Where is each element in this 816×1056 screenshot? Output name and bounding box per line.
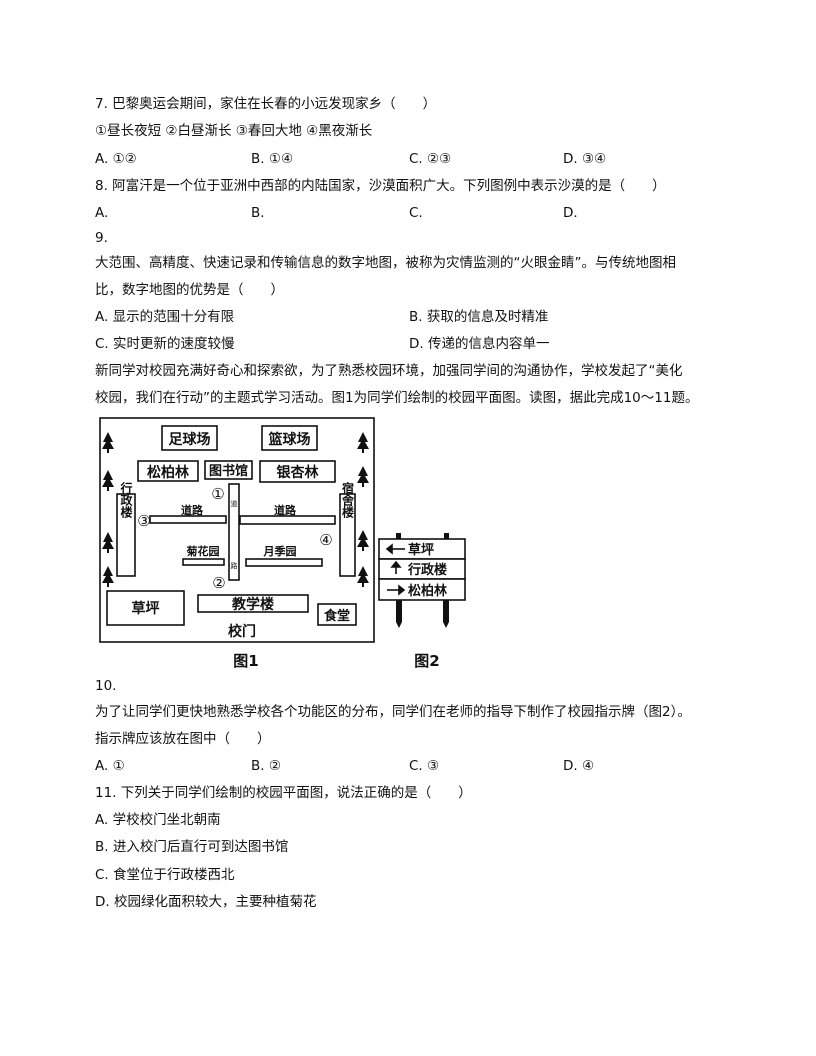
school-gate-label: 校门 [228, 623, 256, 640]
teaching-building-box [197, 594, 309, 613]
q11-option-a: A. 学校校门坐北朝南 [95, 812, 221, 828]
intro-line1: 新同学对校园充满好奇心和探索欲，为了熟悉校园环境，加强同学间的沟通协作，学校发起… [95, 363, 683, 379]
library-box [204, 460, 253, 480]
road-right-bar [239, 515, 336, 525]
dormitory-label: 宿舍楼 [341, 481, 355, 519]
football-field-label: 足球场 [169, 431, 211, 448]
q7-stem: 7. 巴黎奥运会期间，家住在长春的小远发现家乡（ ） [95, 96, 437, 112]
marker-2: ② [212, 574, 225, 592]
q9-stem-line1: 大范围、高精度、快速记录和传输信息的数字地图，被称为灾情监测的“火眼金睛”。与传… [95, 255, 676, 271]
dormitory-box [339, 493, 356, 577]
sign-post-right [443, 600, 449, 628]
pine-forest-label: 松柏林 [147, 464, 189, 481]
q10-option-c: C. ③ [409, 758, 440, 774]
library-label: 图书馆 [209, 463, 248, 479]
q11-stem: 11. 下列关于同学们绘制的校园平面图，说法正确的是（ ） [95, 785, 472, 801]
lawn-label: 草坪 [132, 600, 160, 617]
intro-line2: 校园，我们在行动”的主题式学习活动。图1为同学们绘制的校园平面图。读图，据此完成… [95, 390, 699, 406]
tree-icon [102, 470, 114, 491]
pine-forest-box [137, 460, 199, 482]
campus-map-figure: 足球场 篮球场 松柏林 图书馆 银杏林 行政楼 宿舍楼 道路 道路 菊花园 月季… [99, 417, 466, 670]
tree-icons [102, 432, 369, 587]
q11-option-b: B. 进入校门后直行可到达图书馆 [95, 839, 289, 855]
tree-icon [102, 432, 114, 453]
tree-icon [357, 432, 369, 453]
tree-icon [102, 566, 114, 587]
chrysanthemum-bar [182, 558, 225, 566]
admin-building-box [116, 493, 136, 577]
canteen-label: 食堂 [324, 608, 350, 624]
sign-row2-label: 行政楼 [407, 562, 447, 578]
q9-stem-line2: 比，数字地图的优势是（ ） [95, 282, 284, 298]
q10-option-d: D. ④ [563, 758, 595, 774]
figure-1-caption: 图1 [233, 652, 258, 670]
q8-option-b: B. [251, 205, 265, 221]
q7-option-a: A. ①② [95, 151, 137, 167]
vertical-road-label-bottom: 路 [231, 561, 238, 570]
tree-icon [357, 530, 369, 551]
sign-post-left [396, 600, 402, 628]
teaching-building-label: 教学楼 [232, 596, 274, 613]
canteen-box [317, 603, 357, 626]
ginkgo-label: 银杏林 [277, 464, 319, 481]
campus-boundary [99, 417, 375, 643]
road-left-label: 道路 [181, 503, 204, 517]
tree-icon [357, 566, 369, 587]
marker-3: ③ [137, 512, 150, 530]
signpost-figure: 草坪 行政楼 松柏林 图2 [378, 533, 466, 670]
road-left-bar [149, 515, 227, 524]
basketball-court-label: 篮球场 [268, 431, 311, 448]
q8-option-d: D. [563, 205, 578, 221]
marker-4: ④ [319, 531, 332, 549]
vertical-road-bar [228, 483, 240, 581]
q9-number: 9. [95, 230, 108, 246]
ginkgo-box [259, 460, 336, 483]
q7-option-c: C. ②③ [409, 151, 452, 167]
q9-option-a: A. 显示的范围十分有限 [95, 309, 235, 325]
q10-stem-line1: 为了让同学们更快地熟悉学校各个功能区的分布，同学们在老师的指导下制作了校园指示牌… [95, 704, 691, 720]
marker-1: ① [211, 485, 224, 503]
sign-row3-label: 松柏林 [408, 583, 447, 599]
chrysanthemum-label: 菊花园 [187, 544, 220, 558]
rose-garden-label: 月季园 [263, 544, 297, 558]
vertical-road-label-top: 道 [231, 499, 238, 508]
q11-option-d: D. 校园绿化面积较大，主要种植菊花 [95, 894, 317, 910]
q8-option-a: A. [95, 205, 109, 221]
football-field-box [161, 425, 218, 451]
rose-garden-bar [245, 558, 323, 567]
q10-number: 10. [95, 678, 117, 694]
q9-option-d: D. 传递的信息内容单一 [409, 336, 550, 352]
q10-stem-line2: 指示牌应该放在图中（ ） [95, 731, 271, 747]
q8-option-c: C. [409, 205, 423, 221]
q10-option-b: B. ② [251, 758, 281, 774]
q9-option-b: B. 获取的信息及时精准 [409, 309, 549, 325]
sign-row1-label: 草坪 [408, 542, 434, 558]
tree-icon [102, 532, 114, 553]
road-right-label: 道路 [274, 503, 297, 517]
q9-option-c: C. 实时更新的速度较慢 [95, 336, 235, 352]
sign-board-row3 [378, 578, 466, 601]
q10-option-a: A. ① [95, 758, 125, 774]
basketball-court-box [261, 425, 318, 451]
q7-option-b: B. ①④ [251, 151, 294, 167]
lawn-box [106, 590, 185, 626]
q11-option-c: C. 食堂位于行政楼西北 [95, 867, 235, 883]
admin-building-label: 行政楼 [119, 481, 133, 519]
tree-icon [357, 466, 369, 487]
q7-items: ①昼长夜短 ②白昼渐长 ③春回大地 ④黑夜渐长 [95, 123, 373, 139]
figure-2-caption: 图2 [414, 652, 439, 670]
q7-option-d: D. ③④ [563, 151, 607, 167]
q8-stem: 8. 阿富汗是一个位于亚洲中西部的内陆国家，沙漠面积广大。下列图例中表示沙漠的是… [95, 178, 666, 194]
